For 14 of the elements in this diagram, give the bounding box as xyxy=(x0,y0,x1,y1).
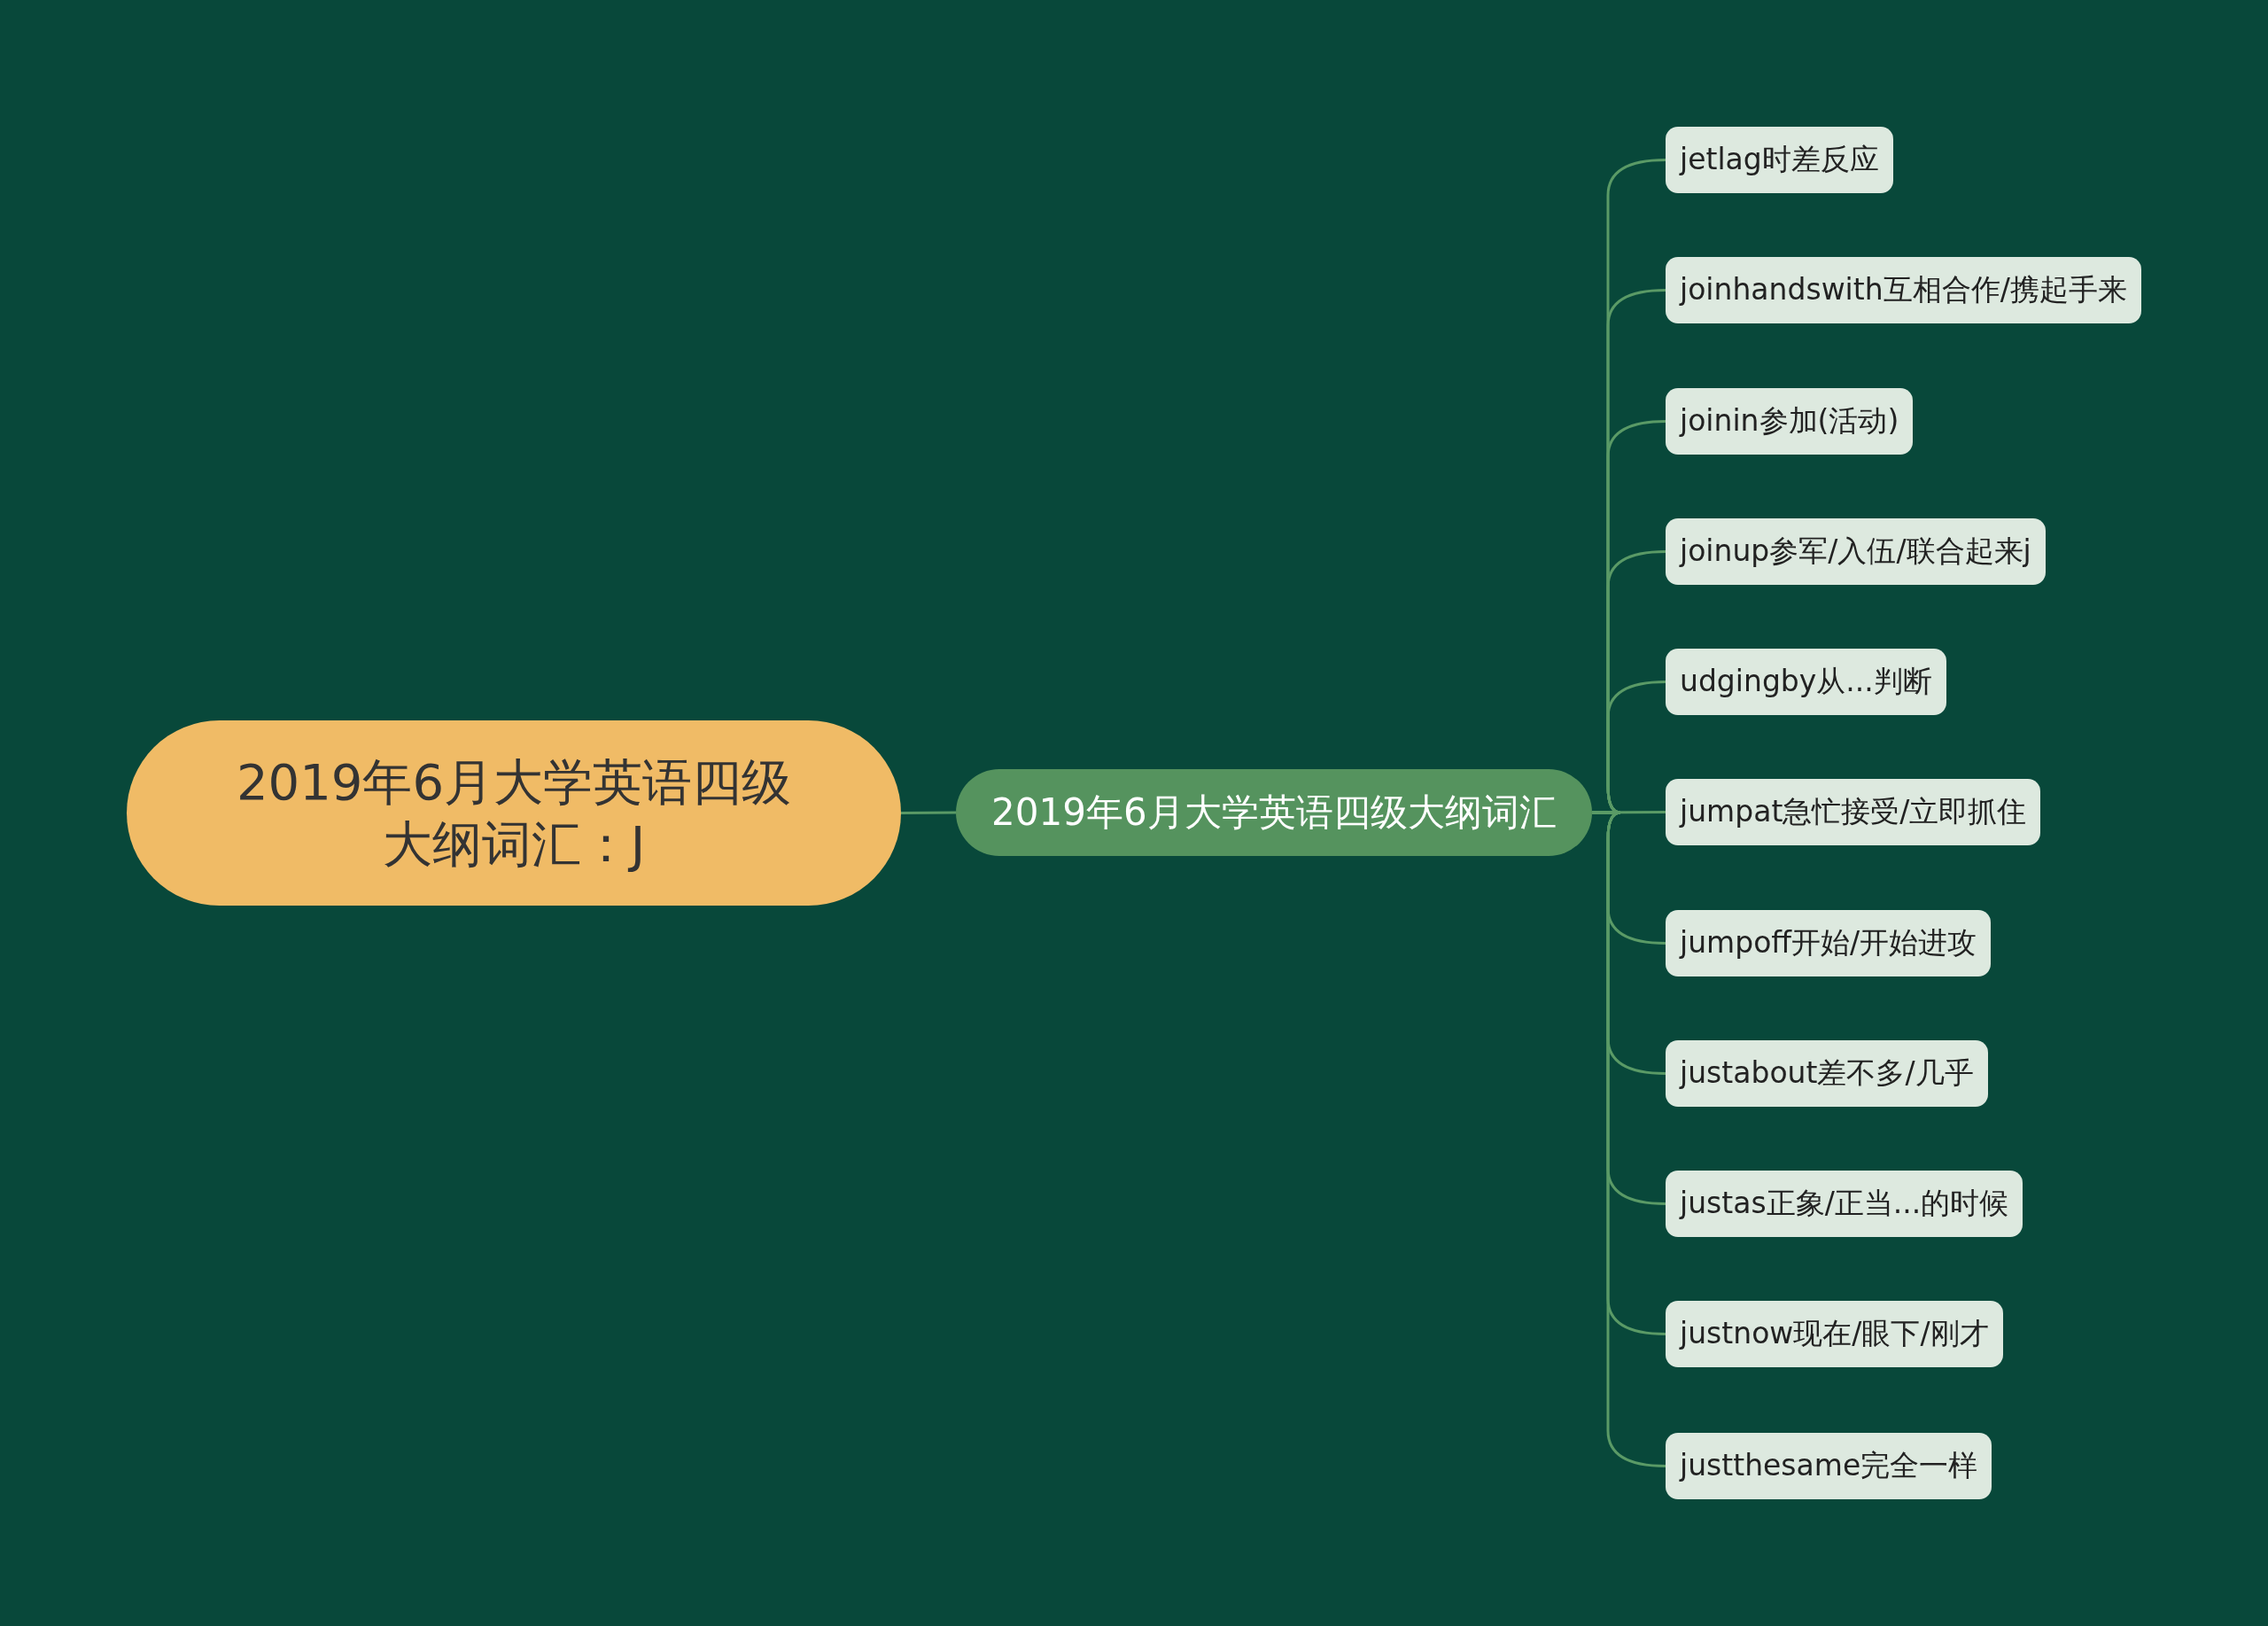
connector-line xyxy=(901,811,956,814)
leaf-topic-box: jumpoff开始/开始进攻 xyxy=(1666,910,1992,976)
leaf-topic-box: justabout差不多/几乎 xyxy=(1666,1040,1988,1107)
leaf-topic-box: udgingby从...判断 xyxy=(1666,649,1946,715)
leaf-topic-box: justas正象/正当...的时候 xyxy=(1666,1171,2023,1237)
root-topic-pill: 2019年6月大学英语四级大纲词汇：J xyxy=(127,720,901,906)
leaf-topic-box: justnow现在/眼下/刚才 xyxy=(1666,1301,2003,1367)
leaf-topic-box: joinup参军/入伍/联合起来j xyxy=(1666,518,2046,585)
leaf-topic-box: justthesame完全一样 xyxy=(1666,1433,1992,1499)
leaf-topic-box: joinin参加(活动) xyxy=(1666,388,1914,455)
branch-topic-pill: 2019年6月大学英语四级大纲词汇 xyxy=(956,769,1592,856)
leaf-topic-box: jumpat急忙接受/立即抓住 xyxy=(1666,779,2041,845)
leaf-topic-box: joinhandswith互相合作/携起手来 xyxy=(1666,257,2141,323)
leaf-topic-box: jetlag时差反应 xyxy=(1666,127,1893,193)
